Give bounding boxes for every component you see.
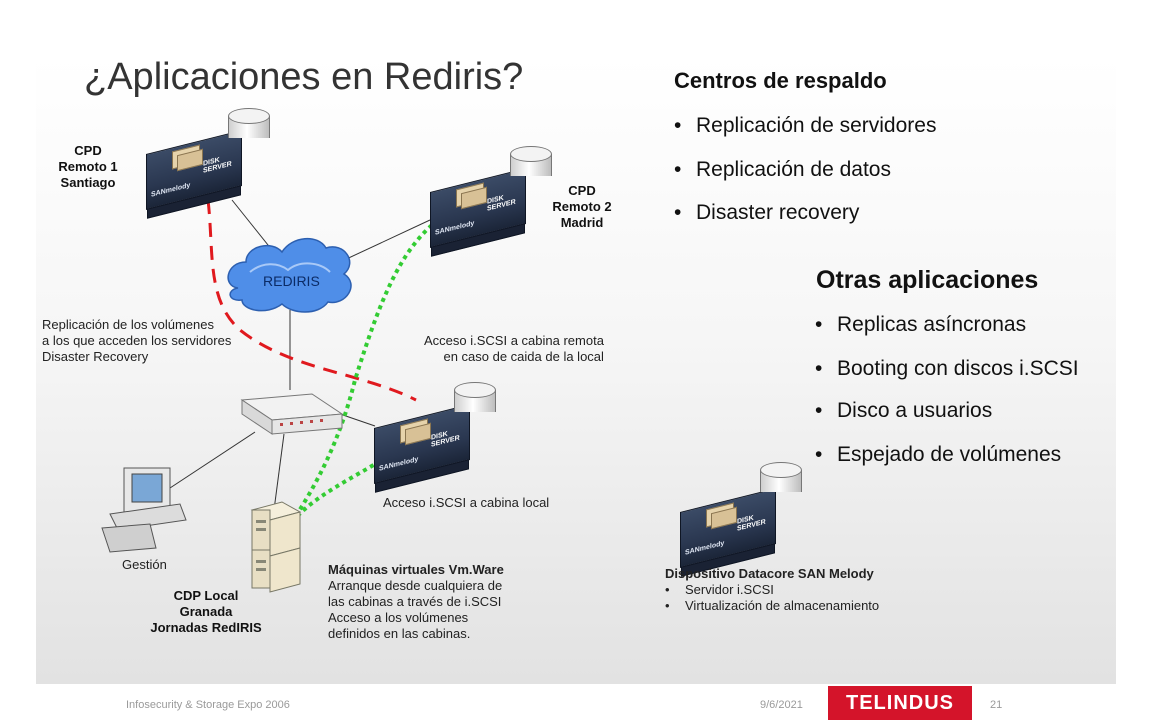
bullet-item: •Replicas asíncronas (815, 313, 1027, 336)
label-datacore: Dispositivo Datacore SAN Melody •Servido… (665, 566, 880, 613)
section-heading-otras: Otras aplicaciones (816, 266, 1039, 294)
label-rediris: REDIRIS (263, 273, 320, 289)
section-heading-centros: Centros de respaldo (674, 68, 887, 93)
bullet-item: •Replicación de servidores (674, 114, 937, 137)
management-pc (101, 467, 187, 553)
bullet-item: •Replicación de datos (674, 158, 891, 181)
replication-line (206, 199, 417, 402)
link-switch-pc (169, 431, 256, 489)
label-gestion: Gestión (122, 557, 167, 572)
footer-date: 9/6/2021 (760, 699, 803, 711)
footer-event: Infosecurity & Storage Expo 2006 (126, 699, 290, 711)
bullet-item: •Disaster recovery (674, 201, 860, 224)
label-vmware: Máquinas virtuales Vm.Ware Arranque desd… (328, 562, 504, 641)
disk-icon (510, 146, 552, 184)
vmware-server-stack (250, 501, 302, 593)
rediris-cloud (227, 238, 352, 313)
footer-page-number: 21 (990, 699, 1003, 711)
label-acceso-local: Acceso i.SCSI a cabina local (383, 495, 550, 510)
bullet-item: •Espejado de volúmenes (815, 443, 1062, 466)
disk-icon (760, 462, 802, 500)
network-switch (240, 393, 344, 435)
disk-icon (228, 108, 270, 146)
slide-title: ¿Aplicaciones en Rediris? (84, 56, 524, 98)
link-remoto2-rediris (339, 219, 431, 263)
telindus-logo: TELINDUS (828, 686, 972, 720)
disk-icon (454, 382, 496, 420)
iscsi-local-line (290, 456, 387, 524)
bullet-item: •Disco a usuarios (815, 399, 993, 422)
bullet-item: •Booting con discos i.SCSI (815, 357, 1079, 380)
link-switch-vm (273, 433, 285, 511)
